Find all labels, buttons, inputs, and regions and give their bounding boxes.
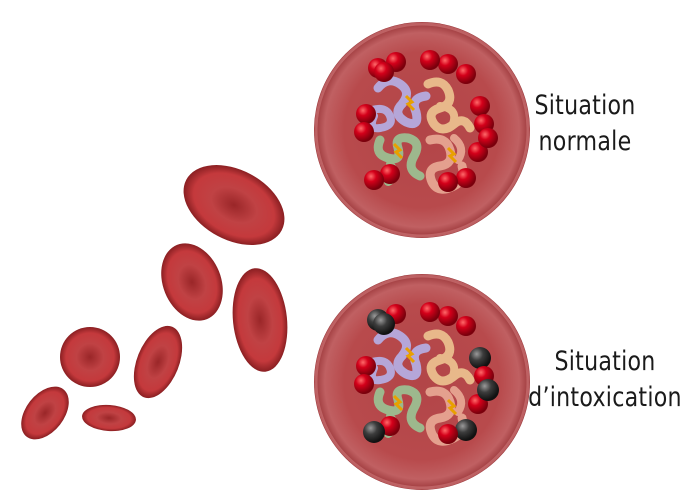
blood-cell-normal	[314, 22, 530, 238]
label-normal-situation: Situation normale	[524, 88, 647, 160]
oxygen-molecule	[478, 128, 498, 148]
label-intoxication-situation: Situation d’intoxication	[515, 344, 695, 416]
red-blood-cells	[12, 149, 299, 449]
oxygen-molecule	[374, 62, 394, 82]
oxygen-molecule	[456, 168, 476, 188]
oxygen-molecule	[456, 316, 476, 336]
red-blood-cell	[124, 319, 191, 405]
carbon-monoxide-molecule	[373, 313, 395, 335]
oxygen-molecule	[356, 356, 376, 376]
oxygen-molecule	[438, 172, 458, 192]
oxygen-molecule	[420, 302, 440, 322]
oxygen-molecule	[438, 306, 458, 326]
oxygen-molecule	[470, 96, 490, 116]
carbon-monoxide-molecule	[455, 419, 477, 441]
oxygen-molecule	[438, 424, 458, 444]
blood-cell-intoxication	[314, 274, 530, 490]
label-line: normale	[524, 124, 647, 160]
label-line: Situation	[515, 344, 695, 380]
carbon-monoxide-molecule	[469, 347, 491, 369]
oxygen-molecule	[438, 54, 458, 74]
oxygen-molecule	[354, 374, 374, 394]
carbon-monoxide-molecule	[477, 379, 499, 401]
oxygen-molecule	[456, 64, 476, 84]
oxygen-molecule	[364, 170, 384, 190]
red-blood-cell	[60, 327, 120, 387]
label-line: Situation	[524, 88, 647, 124]
oxygen-molecule	[420, 50, 440, 70]
red-blood-cell	[150, 234, 234, 330]
oxygen-molecule	[354, 122, 374, 142]
label-line: d’intoxication	[515, 380, 695, 416]
red-blood-cell	[12, 378, 79, 449]
red-blood-cell	[81, 403, 137, 433]
red-blood-cell	[228, 265, 293, 374]
oxygen-molecule	[356, 104, 376, 124]
carbon-monoxide-molecule	[363, 421, 385, 443]
